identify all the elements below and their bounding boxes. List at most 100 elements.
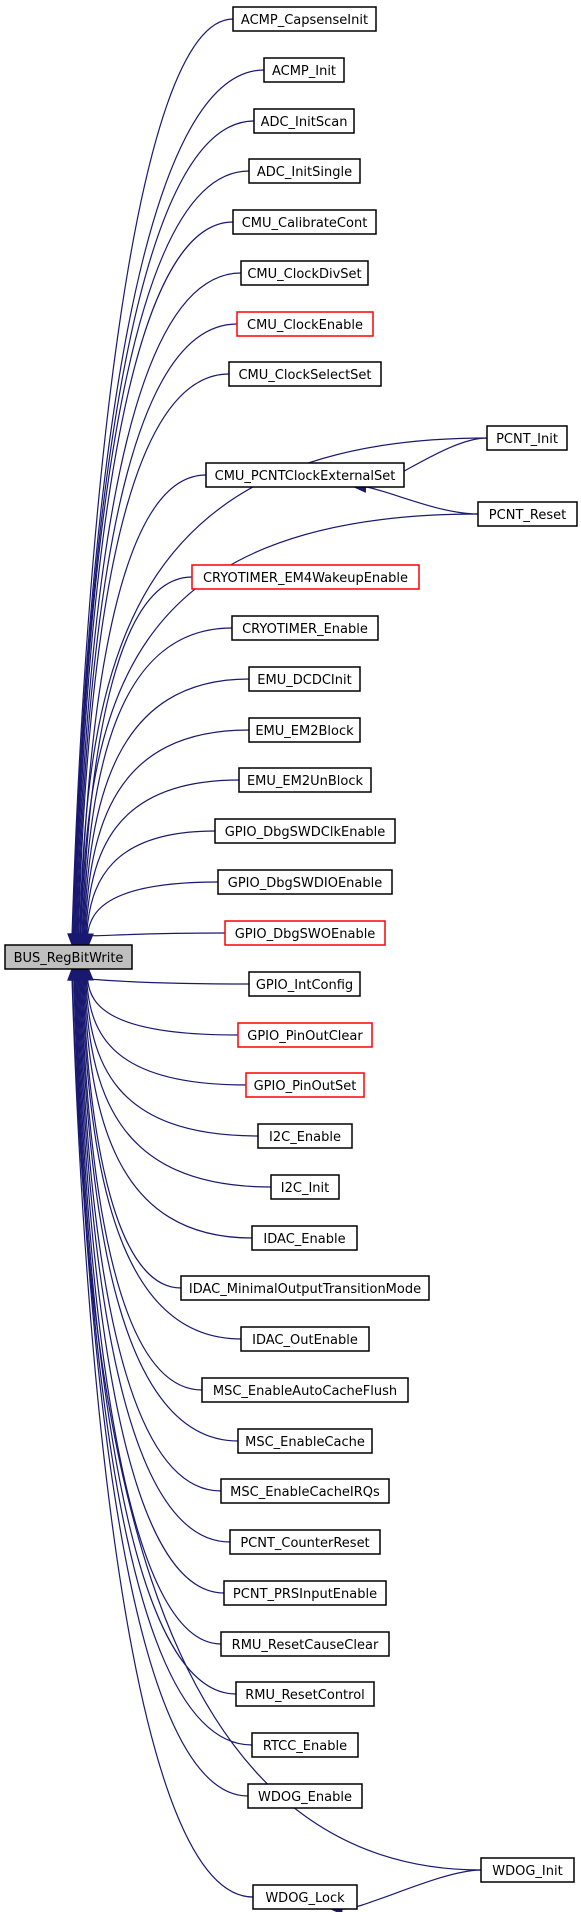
node-label-CMU_ClockSelectSet[interactable]: CMU_ClockSelectSet	[238, 368, 371, 383]
node-label-CMU_CalibrateCont[interactable]: CMU_CalibrateCont	[242, 216, 368, 231]
node-box-CMU_ClockSelectSet[interactable]	[228, 361, 382, 387]
node-box-CMU_PCNTClockExternalSet[interactable]	[205, 462, 405, 488]
node-box-MSC_EnableCacheIRQs[interactable]	[220, 1478, 390, 1504]
node-label-PCNT_Reset[interactable]: PCNT_Reset	[489, 508, 566, 523]
node-box-IDAC_MinimalOutputTransitionMode[interactable]	[180, 1275, 430, 1301]
node-box-EMU_DCDCInit[interactable]	[248, 666, 361, 692]
node-box-RMU_ResetControl[interactable]	[235, 1681, 375, 1707]
node-label-RMU_ResetCauseClear[interactable]: RMU_ResetCauseClear	[232, 1638, 379, 1653]
node-label-ADC_InitScan[interactable]: ADC_InitScan	[261, 115, 348, 130]
node-label-IDAC_MinimalOutputTransitionMode[interactable]: IDAC_MinimalOutputTransitionMode	[189, 1282, 421, 1297]
node-box-WDOG_Enable[interactable]	[247, 1783, 363, 1809]
node-RMU_ResetControl[interactable]: RMU_ResetControl	[235, 1681, 375, 1707]
node-label-WDOG_Lock[interactable]: WDOG_Lock	[265, 1891, 345, 1906]
node-label-ACMP_Init[interactable]: ACMP_Init	[272, 64, 336, 79]
node-label-EMU_EM2UnBlock[interactable]: EMU_EM2UnBlock	[247, 774, 364, 789]
node-EMU_DCDCInit[interactable]: EMU_DCDCInit	[248, 666, 361, 692]
node-box-GPIO_DbgSWDIOEnable[interactable]	[217, 869, 393, 895]
node-RTCC_Enable[interactable]: RTCC_Enable	[251, 1732, 359, 1758]
node-box-I2C_Init[interactable]	[270, 1174, 340, 1200]
node-label-GPIO_PinOutClear[interactable]: GPIO_PinOutClear	[247, 1029, 363, 1044]
node-box-ADC_InitSingle[interactable]	[248, 158, 361, 184]
node-CRYOTIMER_Enable[interactable]: CRYOTIMER_Enable	[231, 615, 379, 641]
node-CRYOTIMER_EM4WakeupEnable[interactable]: CRYOTIMER_EM4WakeupEnable	[191, 564, 420, 590]
node-box-PCNT_Init[interactable]	[486, 425, 568, 451]
node-ADC_InitSingle[interactable]: ADC_InitSingle	[248, 158, 361, 184]
node-box-EMU_EM2Block[interactable]	[248, 717, 361, 743]
node-label-GPIO_DbgSWDClkEnable[interactable]: GPIO_DbgSWDClkEnable	[225, 825, 386, 840]
node-label-ACMP_CapsenseInit[interactable]: ACMP_CapsenseInit	[241, 13, 368, 28]
node-CMU_ClockDivSet[interactable]: CMU_ClockDivSet	[240, 260, 369, 286]
node-MSC_EnableCacheIRQs[interactable]: MSC_EnableCacheIRQs	[220, 1478, 390, 1504]
node-label-EMU_DCDCInit[interactable]: EMU_DCDCInit	[257, 673, 351, 688]
node-WDOG_Enable[interactable]: WDOG_Enable	[247, 1783, 363, 1809]
node-label-I2C_Init[interactable]: I2C_Init	[281, 1181, 329, 1196]
node-label-CMU_ClockEnable[interactable]: CMU_ClockEnable	[247, 318, 363, 333]
node-box-GPIO_PinOutSet[interactable]	[245, 1072, 365, 1098]
node-box-RMU_ResetCauseClear[interactable]	[220, 1631, 390, 1657]
node-box-CMU_ClockDivSet[interactable]	[240, 260, 369, 286]
node-MSC_EnableCache[interactable]: MSC_EnableCache	[237, 1428, 373, 1454]
node-CMU_ClockEnable[interactable]: CMU_ClockEnable	[236, 311, 374, 337]
node-box-CMU_ClockEnable[interactable]	[236, 311, 374, 337]
node-GPIO_DbgSWDIOEnable[interactable]: GPIO_DbgSWDIOEnable	[217, 869, 393, 895]
node-I2C_Enable[interactable]: I2C_Enable	[257, 1123, 353, 1149]
node-box-IDAC_Enable[interactable]	[251, 1225, 358, 1251]
node-CMU_PCNTClockExternalSet[interactable]: CMU_PCNTClockExternalSet	[205, 462, 405, 488]
node-box-CRYOTIMER_EM4WakeupEnable[interactable]	[191, 564, 420, 590]
node-label-EMU_EM2Block[interactable]: EMU_EM2Block	[255, 724, 354, 739]
node-label-I2C_Enable[interactable]: I2C_Enable	[269, 1130, 341, 1145]
node-label-WDOG_Init[interactable]: WDOG_Init	[492, 1864, 562, 1879]
node-box-EMU_EM2UnBlock[interactable]	[238, 767, 372, 793]
node-PCNT_Reset[interactable]: PCNT_Reset	[477, 501, 578, 527]
node-label-IDAC_Enable[interactable]: IDAC_Enable	[263, 1232, 345, 1247]
node-label-GPIO_DbgSWDIOEnable[interactable]: GPIO_DbgSWDIOEnable	[228, 876, 382, 891]
node-label-IDAC_OutEnable[interactable]: IDAC_OutEnable	[252, 1333, 358, 1348]
node-PCNT_CounterReset[interactable]: PCNT_CounterReset	[229, 1529, 381, 1555]
node-label-RMU_ResetControl[interactable]: RMU_ResetControl	[245, 1688, 365, 1703]
node-label-CMU_PCNTClockExternalSet[interactable]: CMU_PCNTClockExternalSet	[215, 469, 396, 484]
node-box-PCNT_CounterReset[interactable]	[229, 1529, 381, 1555]
node-WDOG_Init[interactable]: WDOG_Init	[480, 1857, 575, 1883]
node-label-MSC_EnableCache[interactable]: MSC_EnableCache	[245, 1435, 365, 1450]
node-label-CRYOTIMER_Enable[interactable]: CRYOTIMER_Enable	[242, 622, 368, 637]
node-CMU_CalibrateCont[interactable]: CMU_CalibrateCont	[232, 209, 377, 235]
node-CMU_ClockSelectSet[interactable]: CMU_ClockSelectSet	[228, 361, 382, 387]
node-box-RTCC_Enable[interactable]	[251, 1732, 359, 1758]
node-box-GPIO_IntConfig[interactable]	[248, 971, 361, 997]
node-GPIO_DbgSWDClkEnable[interactable]: GPIO_DbgSWDClkEnable	[214, 818, 396, 844]
node-box-IDAC_OutEnable[interactable]	[240, 1326, 370, 1352]
node-GPIO_PinOutSet[interactable]: GPIO_PinOutSet	[245, 1072, 365, 1098]
node-label-PCNT_CounterReset[interactable]: PCNT_CounterReset	[240, 1536, 369, 1551]
node-RMU_ResetCauseClear[interactable]: RMU_ResetCauseClear	[220, 1631, 390, 1657]
node-box-ADC_InitScan[interactable]	[253, 108, 355, 134]
node-label-RTCC_Enable[interactable]: RTCC_Enable	[263, 1739, 347, 1754]
node-box-I2C_Enable[interactable]	[257, 1123, 353, 1149]
node-WDOG_Lock[interactable]: WDOG_Lock	[252, 1884, 358, 1910]
node-box-GPIO_PinOutClear[interactable]	[237, 1022, 373, 1048]
node-ACMP_CapsenseInit[interactable]: ACMP_CapsenseInit	[232, 6, 377, 32]
node-box-WDOG_Init[interactable]	[480, 1857, 575, 1883]
node-box-ACMP_Init[interactable]	[263, 57, 345, 83]
node-box-GPIO_DbgSWDClkEnable[interactable]	[214, 818, 396, 844]
node-ADC_InitScan[interactable]: ADC_InitScan	[253, 108, 355, 134]
node-label-PCNT_PRSInputEnable[interactable]: PCNT_PRSInputEnable	[233, 1587, 377, 1602]
node-label-WDOG_Enable[interactable]: WDOG_Enable	[258, 1790, 352, 1805]
node-box-WDOG_Lock[interactable]	[252, 1884, 358, 1910]
node-label-GPIO_PinOutSet[interactable]: GPIO_PinOutSet	[254, 1079, 357, 1094]
node-I2C_Init[interactable]: I2C_Init	[270, 1174, 340, 1200]
node-box-CRYOTIMER_Enable[interactable]	[231, 615, 379, 641]
node-label-GPIO_IntConfig[interactable]: GPIO_IntConfig	[256, 978, 353, 993]
node-IDAC_MinimalOutputTransitionMode[interactable]: IDAC_MinimalOutputTransitionMode	[180, 1275, 430, 1301]
node-box-GPIO_DbgSWOEnable[interactable]	[224, 920, 386, 946]
node-box-CMU_CalibrateCont[interactable]	[232, 209, 377, 235]
node-GPIO_IntConfig[interactable]: GPIO_IntConfig	[248, 971, 361, 997]
node-label-MSC_EnableAutoCacheFlush[interactable]: MSC_EnableAutoCacheFlush	[213, 1384, 397, 1399]
node-label-CMU_ClockDivSet[interactable]: CMU_ClockDivSet	[247, 267, 361, 282]
node-label-CRYOTIMER_EM4WakeupEnable[interactable]: CRYOTIMER_EM4WakeupEnable	[203, 571, 408, 586]
node-box-MSC_EnableCache[interactable]	[237, 1428, 373, 1454]
node-box-PCNT_PRSInputEnable[interactable]	[223, 1580, 387, 1606]
node-box-ACMP_CapsenseInit[interactable]	[232, 6, 377, 32]
node-GPIO_PinOutClear[interactable]: GPIO_PinOutClear	[237, 1022, 373, 1048]
node-GPIO_DbgSWOEnable[interactable]: GPIO_DbgSWOEnable	[224, 920, 386, 946]
